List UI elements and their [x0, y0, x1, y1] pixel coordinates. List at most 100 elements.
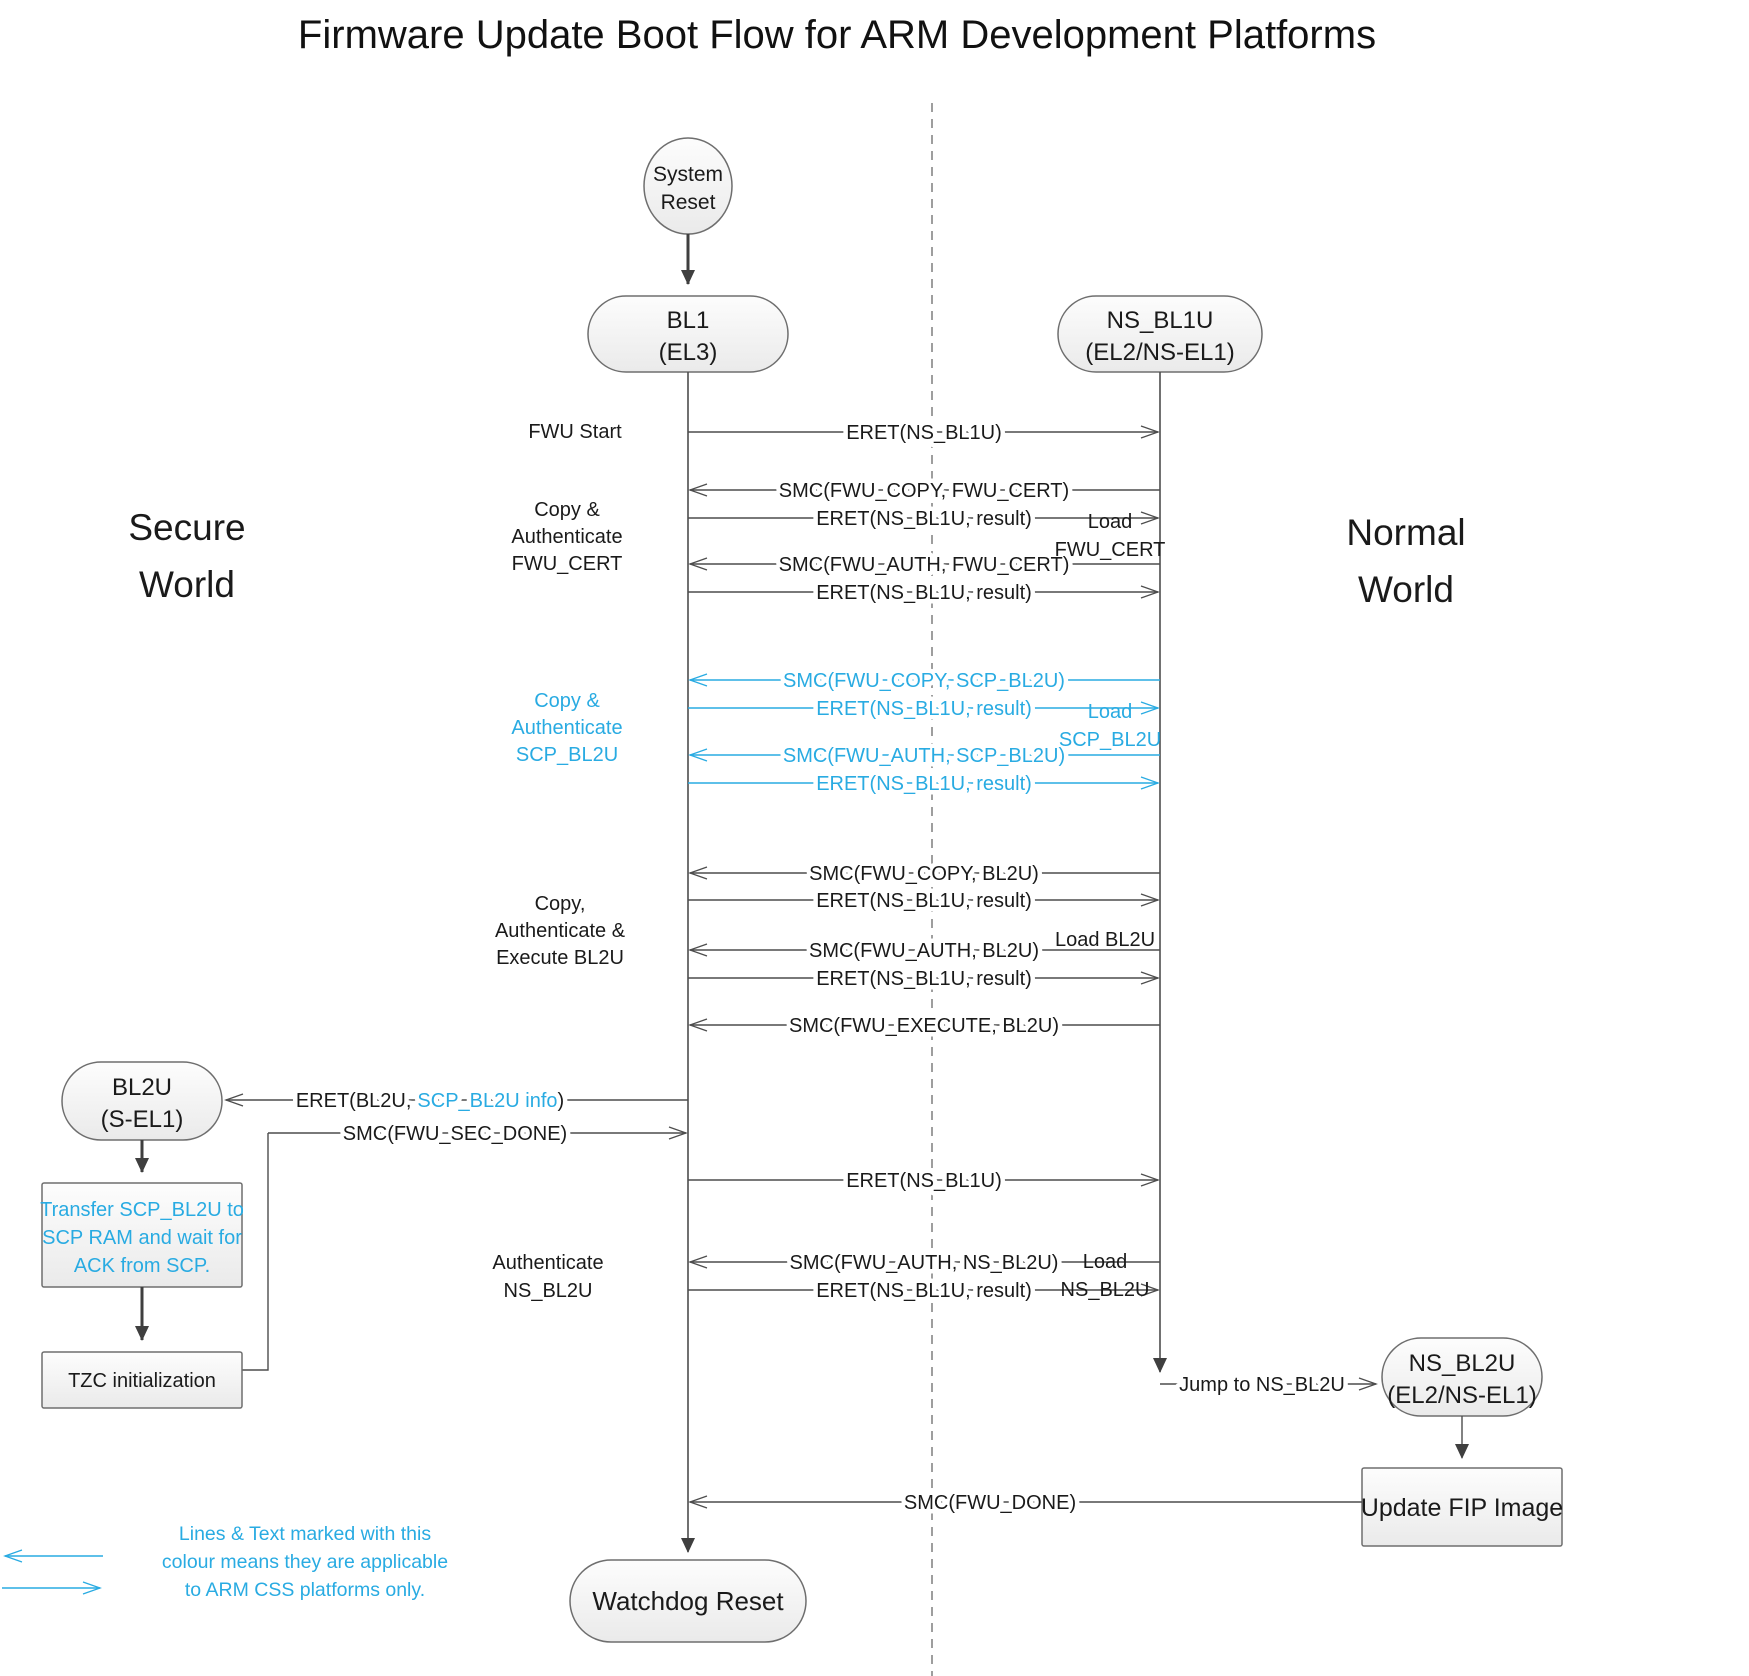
bl1-line2: (EL3) [659, 339, 718, 366]
msg-label: SMC(FWU_COPY, FWU_CERT) [779, 480, 1069, 502]
transfer-line2: SCP RAM and wait for [42, 1227, 242, 1249]
label-line1: Copy, [535, 893, 586, 915]
label-line2: Authenticate [511, 526, 622, 548]
msg-label: ERET(NS_BL1U, result) [816, 582, 1032, 604]
legend-line1: Lines & Text marked with this [179, 1523, 431, 1545]
msg-eret-ns-bl1u-2: ERET(NS_BL1U) [688, 1166, 1160, 1197]
copy-auth-fwu-cert-label: Copy & Authenticate FWU_CERT [511, 499, 622, 575]
normal-world-label: Normal World [1346, 512, 1465, 610]
msg-label: SMC(FWU_COPY, SCP_BL2U) [783, 670, 1065, 692]
msg-label: ERET(NS_BL1U) [846, 1170, 1002, 1192]
ns-bl2u-line1: NS_BL2U [1409, 1350, 1516, 1377]
tzc-shape [41, 1351, 243, 1409]
update-fip-label: Update FIP Image [1361, 1494, 1563, 1522]
msg-label: SMC(FWU_DONE) [904, 1492, 1076, 1514]
msg-label: SMC(FWU_AUTH, FWU_CERT) [779, 554, 1070, 576]
msg-smc-fwu-execute-bl2u: SMC(FWU_EXECUTE, BL2U) [688, 1011, 1160, 1042]
label-line2: FWU_CERT [1055, 539, 1166, 561]
label-line3: FWU_CERT [512, 553, 623, 575]
transfer-line1: Transfer SCP_BL2U to [40, 1199, 244, 1221]
node-ns-bl1u: NS_BL1U (EL2/NS-EL1) [1057, 295, 1263, 373]
node-bl2u: BL2U (S-EL1) [61, 1061, 223, 1141]
system-reset-shape [643, 137, 733, 235]
system-reset-line2: Reset [661, 191, 716, 214]
msg-label: SMC(FWU_AUTH, BL2U) [809, 940, 1039, 962]
msg-smc-fwu-auth-fwu-cert: SMC(FWU_AUTH, FWU_CERT) [688, 550, 1160, 581]
msg-eret-fwu-start: ERET(NS_BL1U) FWU Start [528, 418, 1160, 449]
diagram-title: Firmware Update Boot Flow for ARM Develo… [298, 13, 1376, 57]
msg-smc-fwu-copy-scp-bl2u: SMC(FWU_COPY, SCP_BL2U) [688, 666, 1160, 697]
label-line1: Copy & [534, 499, 600, 521]
msg-label: SMC(FWU_AUTH, NS_BL2U) [790, 1252, 1059, 1274]
msg-smc-fwu-auth-scp-bl2u: SMC(FWU_AUTH, SCP_BL2U) [688, 741, 1160, 772]
msg-label: SMC(FWU_COPY, BL2U) [809, 863, 1039, 885]
ns-bl2u-line2: (EL2/NS-EL1) [1387, 1382, 1536, 1409]
copy-auth-exec-bl2u-label: Copy, Authenticate & Execute BL2U [495, 893, 626, 969]
msg-eret-result-e: ERET(NS_BL1U, result) [688, 886, 1160, 917]
label-line1: Authenticate [492, 1252, 603, 1274]
msg-eret-result-a: ERET(NS_BL1U, result) [688, 504, 1160, 535]
msg-eret-result-f: ERET(NS_BL1U, result) [688, 964, 1160, 995]
msg-label: ERET(NS_BL1U, result) [816, 1280, 1032, 1302]
load-fwu-cert-label: Load FWU_CERT [1055, 511, 1166, 561]
msg-smc-fwu-copy-bl2u: SMC(FWU_COPY, BL2U) [688, 859, 1160, 890]
msg-smc-fwu-copy-fwu-cert: SMC(FWU_COPY, FWU_CERT) [688, 476, 1160, 507]
label-line2: Authenticate [511, 717, 622, 739]
legend: Lines & Text marked with this colour mea… [2, 1523, 448, 1601]
copy-auth-scp-bl2u-label: Copy & Authenticate SCP_BL2U [511, 690, 622, 766]
label-line2: Authenticate & [495, 920, 626, 942]
secure-world-label: Secure World [128, 507, 245, 605]
label-line3: Execute BL2U [496, 947, 624, 969]
secure-world-line1: Secure [128, 507, 245, 548]
ns-bl1u-line1: NS_BL1U [1107, 307, 1214, 334]
node-update-fip: Update FIP Image [1361, 1467, 1563, 1547]
node-bl1: BL1 (EL3) [587, 295, 789, 373]
connector-elbow [242, 1133, 269, 1371]
node-tzc: TZC initialization [41, 1351, 243, 1409]
label-line1: Copy & [534, 690, 600, 712]
update-fip-shape [1361, 1467, 1563, 1547]
msg-eret-result-d: ERET(NS_BL1U, result) [688, 769, 1160, 800]
msg-eret-result-c: ERET(NS_BL1U, result) [688, 694, 1160, 725]
msg-jump-to-ns-bl2u: Jump to NS_BL2U [1160, 1370, 1378, 1401]
msg-smc-fwu-auth-bl2u: SMC(FWU_AUTH, BL2U) [688, 936, 1160, 967]
transfer-line3: ACK from SCP. [74, 1255, 210, 1277]
legend-line3: to ARM CSS platforms only. [185, 1579, 425, 1601]
watchdog-shape [569, 1559, 807, 1643]
load-ns-bl2u-label: Load NS_BL2U [1061, 1251, 1150, 1301]
msg-label: ERET(NS_BL1U, result) [816, 508, 1032, 530]
msg-label: ERET(BL2U,SCP_BL2U info) [296, 1090, 564, 1112]
node-watchdog: Watchdog Reset [569, 1559, 807, 1643]
msg-label: SMC(FWU_EXECUTE, BL2U) [789, 1015, 1059, 1037]
bl2u-line1: BL2U [112, 1074, 172, 1101]
ns-bl1u-line2: (EL2/NS-EL1) [1085, 339, 1234, 366]
msg-smc-fwu-auth-ns-bl2u: SMC(FWU_AUTH, NS_BL2U) [688, 1248, 1160, 1279]
normal-world-line2: World [1358, 569, 1454, 610]
msg-label: ERET(NS_BL1U, result) [816, 890, 1032, 912]
label-line1: Load [1088, 511, 1133, 533]
label-line1: Load [1083, 1251, 1128, 1273]
label-line2: NS_BL2U [1061, 1279, 1150, 1301]
msg-eret-bl2u: ERET(BL2U,SCP_BL2U info) [224, 1086, 688, 1117]
label-line1: Load [1088, 701, 1133, 723]
load-bl2u-label: Load BL2U [1055, 929, 1155, 951]
msg-label: SMC(FWU_SEC_DONE) [343, 1123, 567, 1145]
bl1-line1: BL1 [667, 307, 710, 334]
node-system-reset: System Reset [643, 137, 733, 285]
label-line2: NS_BL2U [504, 1280, 593, 1302]
msg-label: ERET(NS_BL1U, result) [816, 698, 1032, 720]
msg-label: ERET(NS_BL1U, result) [816, 773, 1032, 795]
label-line3: SCP_BL2U [516, 744, 618, 766]
watchdog-label: Watchdog Reset [592, 1586, 784, 1616]
tzc-label: TZC initialization [68, 1370, 216, 1392]
node-ns-bl2u: NS_BL2U (EL2/NS-EL1) [1381, 1337, 1543, 1417]
load-scp-bl2u-label: Load SCP_BL2U [1059, 701, 1161, 751]
msg-eret-result-g: ERET(NS_BL1U, result) [688, 1276, 1160, 1307]
msg-smc-fwu-done: SMC(FWU_DONE) [688, 1488, 1362, 1519]
bl2u-line2: (S-EL1) [101, 1106, 184, 1133]
node-transfer-scp: Transfer SCP_BL2U to SCP RAM and wait fo… [40, 1182, 244, 1288]
msg-smc-fwu-sec-done: SMC(FWU_SEC_DONE) [242, 1119, 688, 1371]
msg-label: ERET(NS_BL1U, result) [816, 968, 1032, 990]
